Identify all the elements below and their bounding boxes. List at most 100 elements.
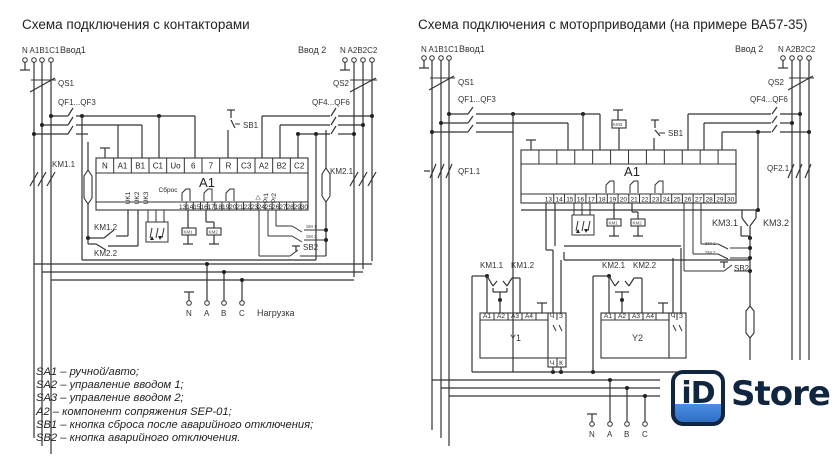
right-top-cells [538, 150, 719, 164]
right-pin-24: 24 [663, 197, 671, 204]
right-pin-19: 19 [609, 197, 617, 204]
right-y1-km-a-label: KM1.1 [480, 261, 504, 270]
right-sep-block [745, 286, 755, 360]
right-input2-label: Ввод 2 [735, 44, 763, 54]
right-pin-20: 20 [620, 197, 628, 204]
right-module-label: A1 [624, 164, 640, 179]
right-pin-21: 21 [631, 197, 639, 204]
logo-text: Store [731, 374, 831, 414]
left-terminal-Uo: Uo [170, 162, 181, 171]
svg-text:Ч: Ч [550, 360, 554, 367]
right-pin-23: 23 [652, 197, 660, 204]
right-coil-km2 [630, 203, 646, 237]
right-pin-15: 15 [566, 197, 574, 204]
left-coil-km2-label: KM2 [209, 230, 219, 235]
right-sb1-label: SB1 [668, 129, 684, 138]
right-sa-switch-block [571, 203, 595, 236]
left-qf-b-breakers [262, 107, 374, 136]
right-load-c: C [642, 430, 648, 439]
left-load-b: B [221, 309, 226, 318]
right-diagram: Схема подключения с моторприводами (на п… [418, 17, 816, 446]
left-load-n: N [186, 309, 192, 318]
left-qf-a-label: QF1...QF3 [58, 98, 96, 107]
legend-item: A2 – компонент сопряжения SEP-01; [36, 405, 232, 418]
svg-text:A4: A4 [646, 313, 654, 320]
left-pin-27: 27 [279, 204, 287, 211]
left-terminal-B1: B1 [135, 162, 145, 171]
left-pin-23: 23 [251, 204, 259, 211]
right-input1-terminals: N A1B1C1 [421, 45, 459, 54]
left-terminal-R: R [226, 162, 232, 171]
left-load-c: C [239, 309, 245, 318]
left-sb1-label: SB1 [243, 121, 259, 130]
svg-text:UK1: UK1 [125, 191, 132, 204]
right-coil-km3 [611, 109, 627, 150]
left-km11-label: KM1.1 [52, 160, 76, 169]
svg-text:Ч: Ч [671, 313, 675, 320]
left-terminal-A1: A1 [118, 162, 128, 171]
left-km11-contacts [29, 171, 56, 187]
right-coil-km1 [606, 203, 622, 237]
left-load-a: A [204, 309, 210, 318]
left-sm-sb2-block [258, 210, 328, 257]
right-relay-contacts [605, 180, 664, 193]
right-pin-17: 17 [588, 197, 596, 204]
right-y2-cells: A1 A2 A3 A4 Ч З [604, 313, 683, 320]
right-y2-actuator [592, 248, 687, 372]
left-sm2-label: SM 2 [306, 234, 317, 239]
right-y1-km-b-label: KM1.2 [511, 261, 535, 270]
svg-text:A3: A3 [632, 313, 640, 320]
right-pin-27: 27 [695, 197, 703, 204]
right-pin-16: 16 [577, 197, 585, 204]
right-pin-14: 14 [555, 197, 563, 204]
left-coil-km2 [205, 210, 222, 245]
svg-text:З: З [559, 313, 563, 320]
right-qs2-label: QS2 [768, 78, 785, 87]
left-qf-a-breakers [32, 107, 195, 136]
left-km21-contacts [349, 171, 377, 187]
left-terminal-N: N [102, 162, 108, 171]
left-pin-26: 26 [272, 204, 280, 211]
right-sm1-label: SM 1 [705, 241, 716, 246]
left-sep-block-1 [83, 142, 93, 238]
svg-text:З: З [679, 313, 683, 320]
left-terminal-6: 6 [191, 162, 196, 171]
left-title: Схема подключения с контакторами [22, 17, 250, 32]
left-input1-terminals: N A1B1C1 [22, 46, 60, 55]
right-pin-30: 30 [727, 197, 735, 204]
left-qs2-label: QS2 [333, 79, 350, 88]
left-coil-km1 [181, 210, 197, 245]
right-pin-25: 25 [673, 197, 681, 204]
left-uk-labels: UK1 UK2 UK3 [125, 191, 150, 204]
right-pin-18: 18 [598, 197, 606, 204]
left-pin-13: 13 [179, 204, 187, 211]
right-input1-label: Ввод1 [459, 44, 485, 54]
right-pin-13: 13 [545, 197, 553, 204]
right-sb2-label: SB2 [734, 264, 750, 273]
right-y2-label: Y2 [632, 333, 643, 343]
legend-item: SB2 – кнопка аварийного отключения. [36, 432, 241, 445]
right-y1-label: Y1 [510, 333, 521, 343]
right-pin-29: 29 [716, 197, 724, 204]
right-y1-actuator [471, 250, 567, 372]
left-input2-terminals: N A2B2C2 [340, 46, 378, 55]
left-load-label: Нагрузка [257, 308, 294, 318]
svg-text:UK2: UK2 [134, 191, 141, 204]
svg-text:A3: A3 [511, 313, 519, 320]
right-load-n: N [589, 430, 595, 439]
left-module-label: A1 [199, 175, 215, 190]
right-title: Схема подключения с моторприводами (на п… [418, 17, 807, 32]
right-qf21-label: QF2.1 [767, 164, 790, 173]
left-pin-28: 28 [286, 204, 294, 211]
left-pin-25: 25 [265, 204, 273, 211]
right-input1-terminal-icons [419, 55, 452, 69]
left-qs2-switch [349, 77, 377, 93]
left-terminal-7: 7 [209, 162, 214, 171]
left-pin-16: 16 [200, 204, 208, 211]
left-km21-label: KM2.1 [330, 167, 354, 176]
right-qf11-label: QF1.1 [458, 167, 481, 176]
right-km31-label: KM3.1 [712, 218, 738, 228]
